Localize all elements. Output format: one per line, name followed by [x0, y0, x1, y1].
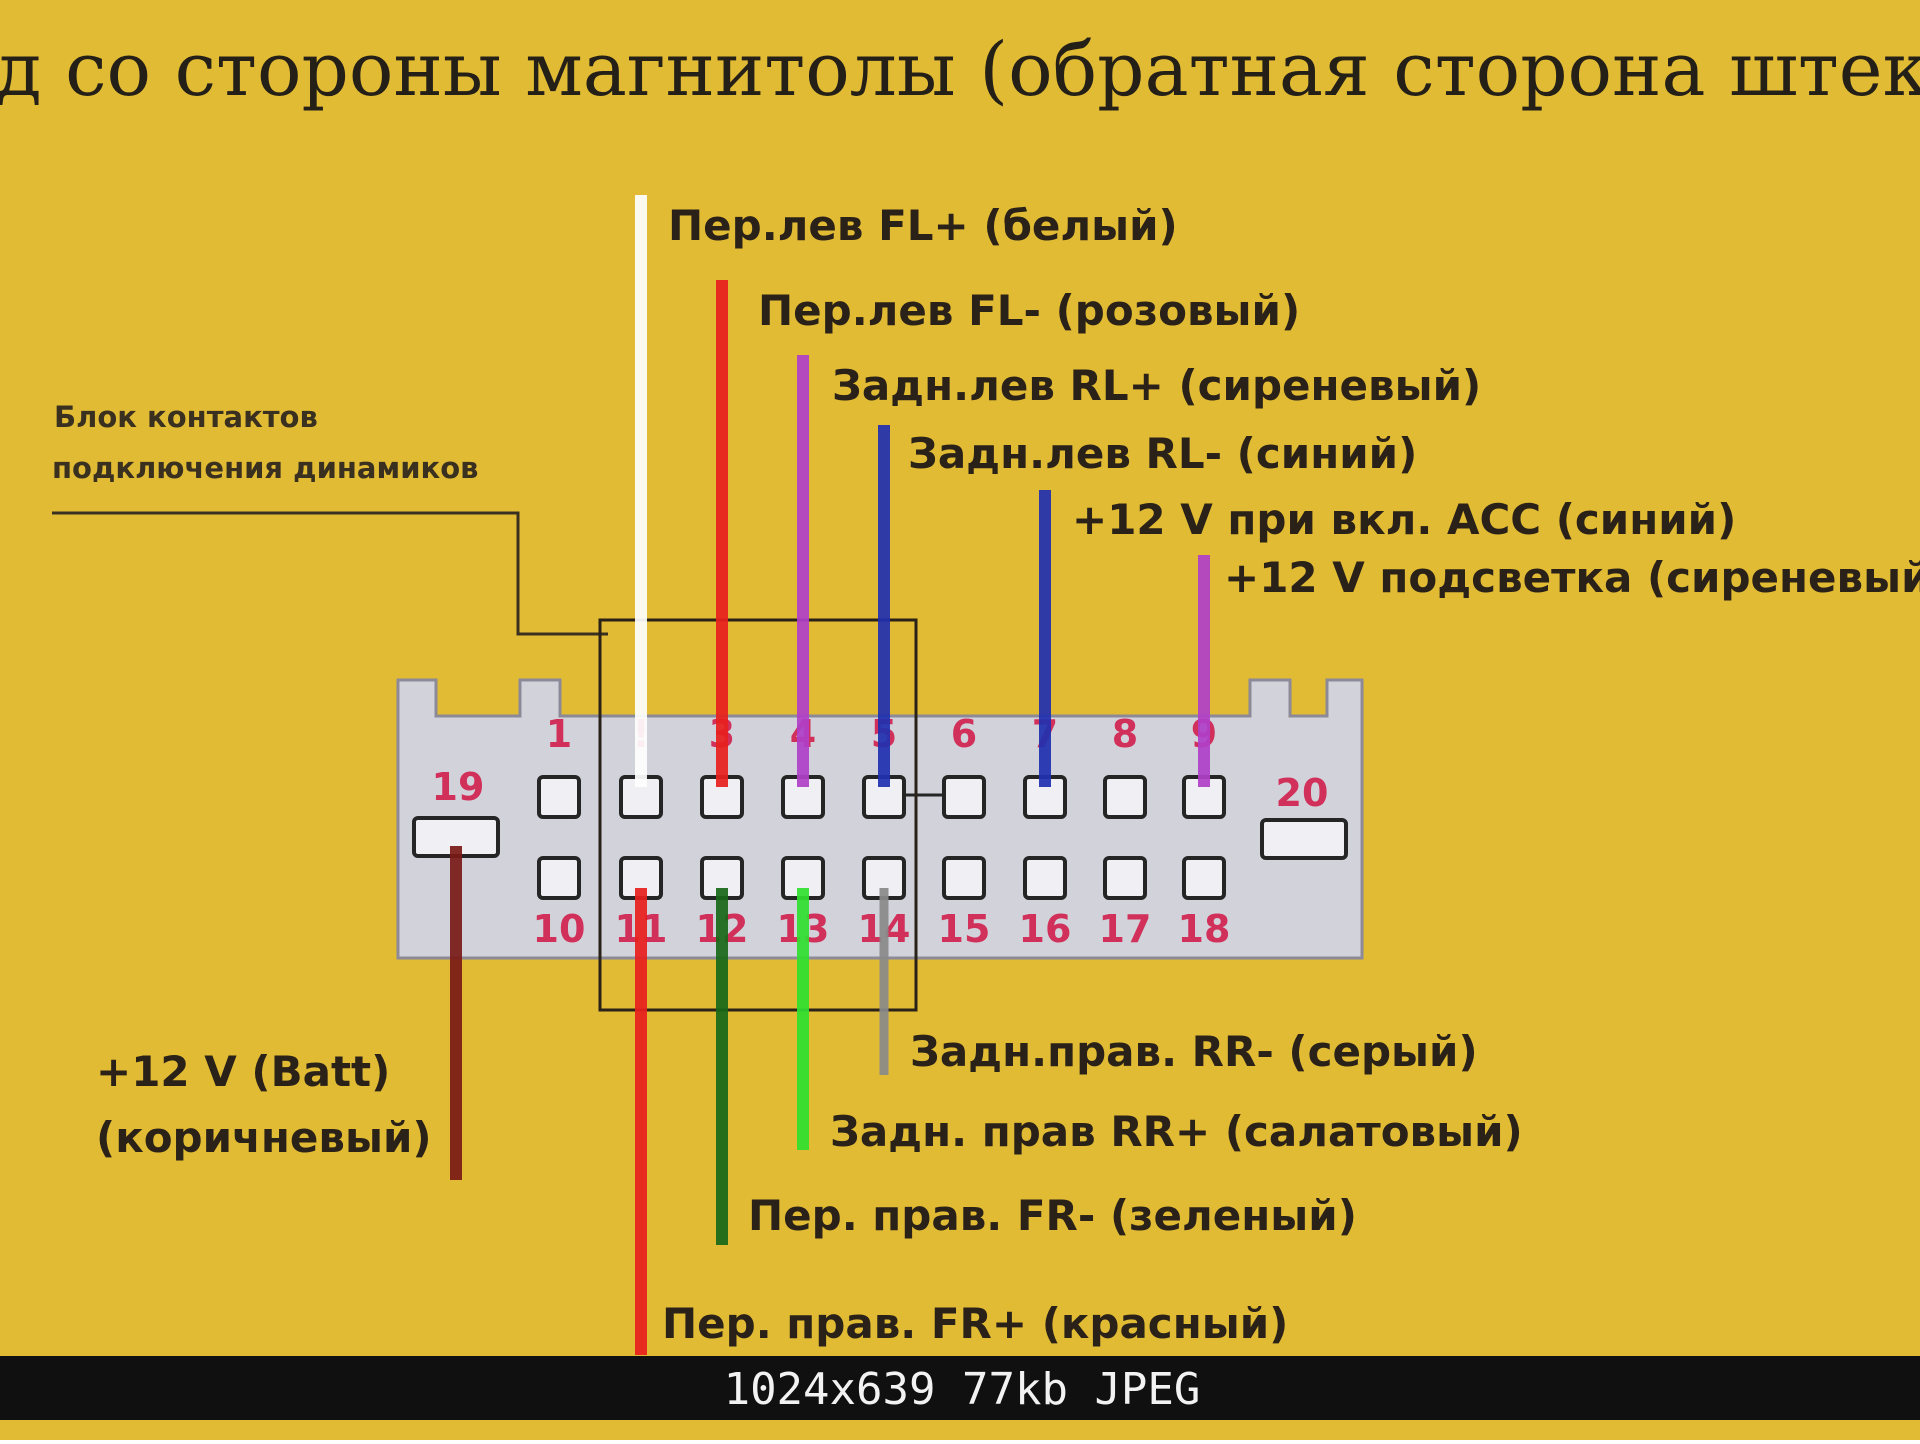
wire-labels: Пер.лев FL+ (белый) Пер.лев FL- (розовый… [96, 201, 1920, 1348]
status-bar [0, 1356, 1920, 1420]
top-pin-number: 8 [1112, 712, 1138, 756]
label-batt: +12 V (Batt) [96, 1047, 390, 1096]
bottom-pin-7 [1023, 856, 1067, 900]
label-rr-plus: Задн. прав RR+ (салатовый) [830, 1107, 1523, 1156]
bottom-pin-number: 10 [533, 907, 586, 951]
label-fr-plus: Пер. прав. FR+ (красный) [662, 1299, 1288, 1348]
label-fl-minus: Пер.лев FL- (розовый) [758, 286, 1300, 335]
wire-layer [450, 195, 1210, 1355]
block-label-line-2: подключения динамиков [52, 451, 478, 485]
label-backlight: +12 V подсветка (сиреневый) [1224, 553, 1920, 602]
bottom-pin-8 [1103, 856, 1147, 900]
bottom-pin-number: 16 [1019, 907, 1072, 951]
end-pin-20-number: 20 [1276, 771, 1329, 815]
speaker-block-frame [598, 618, 918, 1012]
diagram-title: д со стороны магнитолы (обратная сторона… [0, 27, 1920, 113]
end-pin-19-number: 19 [432, 765, 485, 809]
bottom-pin-number: 15 [938, 907, 991, 951]
top-pin-6 [942, 775, 986, 819]
label-rl-minus: Задн.лев RL- (синий) [908, 429, 1417, 478]
top-pin-1 [537, 775, 581, 819]
top-pin-number: 6 [951, 712, 977, 756]
top-pin-8 [1103, 775, 1147, 819]
label-fr-minus: Пер. прав. FR- (зеленый) [748, 1191, 1357, 1240]
label-rl-plus: Задн.лев RL+ (сиреневый) [832, 361, 1481, 410]
bottom-pin-number: 17 [1099, 907, 1152, 951]
bottom-pin-9 [1182, 856, 1226, 900]
bottom-pin-number: 18 [1178, 907, 1231, 951]
status-bar-text: 1024x639 77kb JPEG [724, 1364, 1201, 1415]
block-label-line-1: Блок контактов [54, 400, 318, 434]
label-batt-color: (коричневый) [96, 1113, 432, 1162]
label-rr-minus: Задн.прав. RR- (серый) [910, 1027, 1478, 1076]
bottom-pin-1 [537, 856, 581, 900]
label-fl-plus: Пер.лев FL+ (белый) [668, 201, 1178, 250]
label-acc: +12 V при вкл. ACC (синий) [1072, 495, 1736, 544]
block-label: Блок контактов подключения динамиков [52, 400, 608, 636]
end-pin-20 [1260, 818, 1348, 860]
bottom-pin-6 [942, 856, 986, 900]
block-label-leader [52, 511, 608, 636]
top-pin-number: 1 [546, 712, 572, 756]
